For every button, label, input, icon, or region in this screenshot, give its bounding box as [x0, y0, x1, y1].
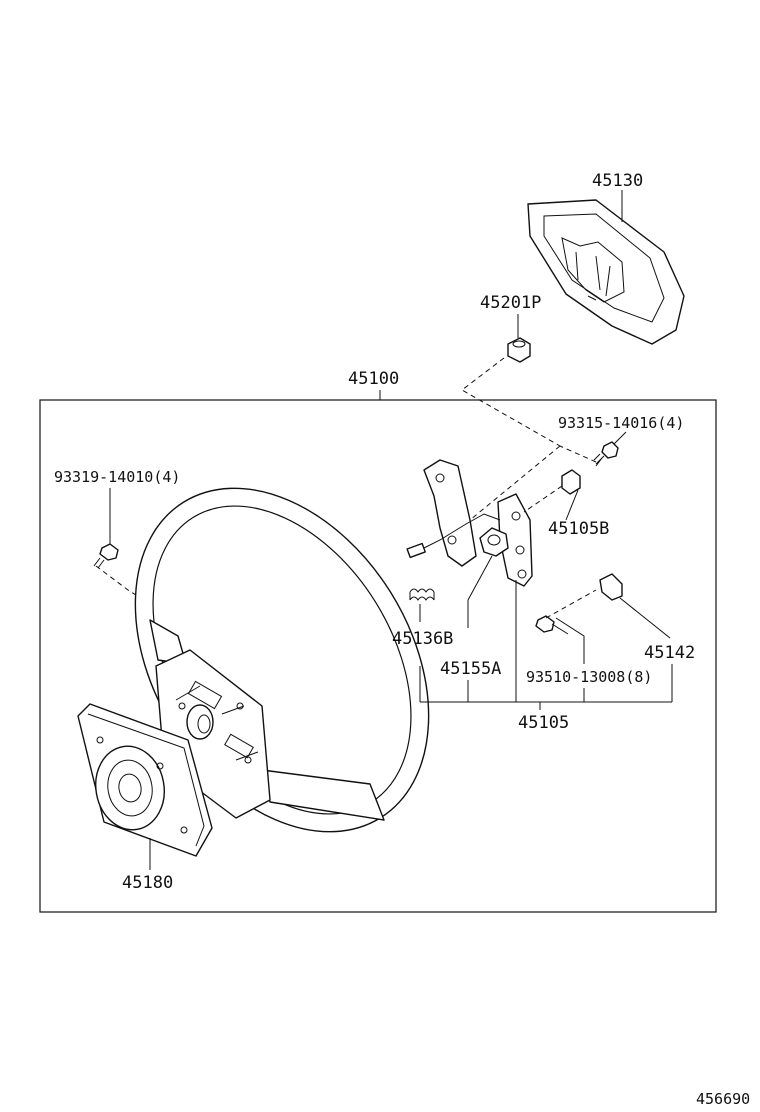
spring-45136b[interactable]	[409, 588, 435, 601]
nut-45105b[interactable]	[561, 469, 581, 495]
label-45100: 45100	[348, 369, 399, 389]
label-45105: 45105	[518, 713, 569, 733]
screw-93510[interactable]	[535, 615, 569, 635]
screw-93319[interactable]	[93, 543, 119, 569]
label-93510: 93510-13008(8)	[526, 668, 652, 686]
nut-45201p[interactable]	[507, 337, 531, 363]
label-45105b: 45105B	[548, 519, 609, 539]
label-45155a: 45155A	[440, 659, 501, 679]
label-45142: 45142	[644, 643, 695, 663]
label-93315: 93315-14016(4)	[558, 414, 684, 432]
collar-45155a[interactable]	[479, 527, 509, 557]
figure-id: 456690	[696, 1090, 750, 1108]
label-45201p: 45201P	[480, 293, 541, 313]
lower-cover-45180[interactable]	[77, 703, 213, 857]
label-45130: 45130	[592, 171, 643, 191]
label-45136b: 45136B	[392, 629, 453, 649]
label-45180: 45180	[122, 873, 173, 893]
horn-pad-45130[interactable]	[527, 199, 685, 345]
clip-45142[interactable]	[599, 573, 623, 601]
label-93319: 93319-14010(4)	[54, 468, 180, 486]
horn-bracket-45105[interactable]	[406, 459, 533, 587]
steering-wheel[interactable]	[75, 434, 489, 885]
assembly-box	[39, 399, 717, 913]
screw-93315[interactable]	[593, 441, 619, 467]
